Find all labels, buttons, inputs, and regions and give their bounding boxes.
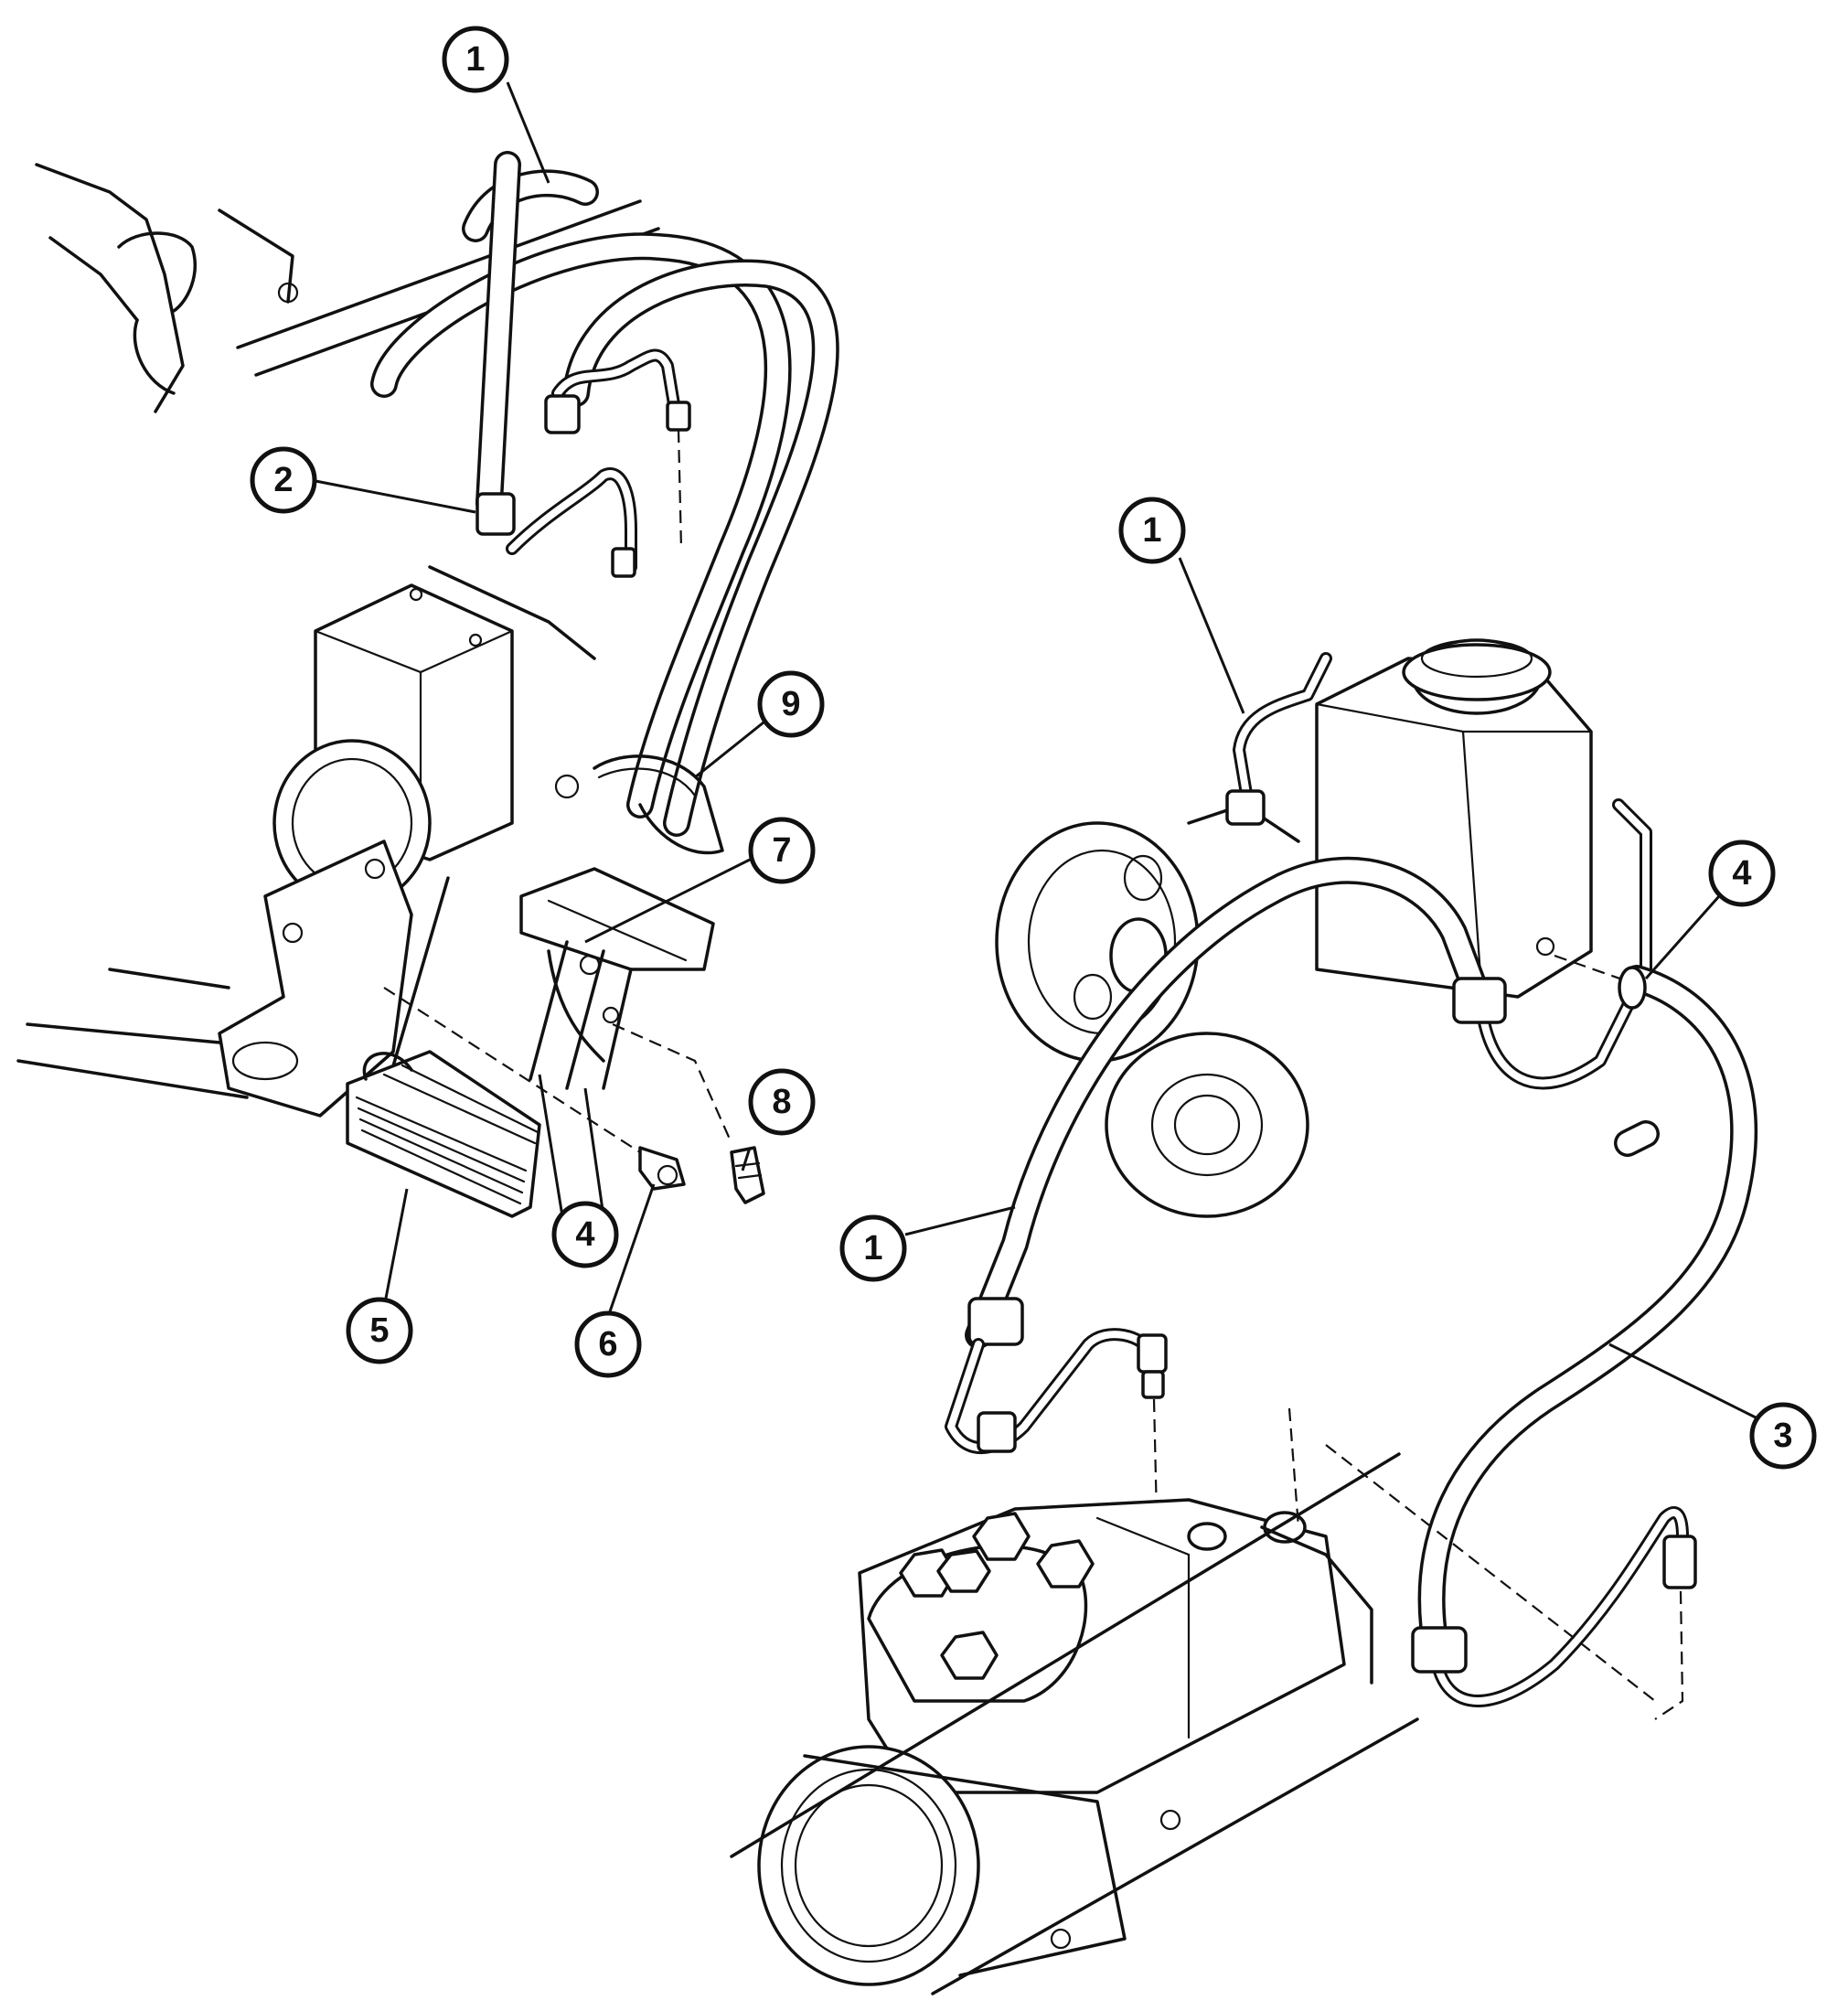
power-steering-pump-reservoir xyxy=(1315,638,1593,999)
callout-left-5: 5 xyxy=(346,1297,413,1364)
callout-right-1a-label: 1 xyxy=(1142,511,1161,550)
callout-left-7: 7 xyxy=(748,817,816,884)
callout-right-1b: 1 xyxy=(839,1214,907,1282)
callout-left-8-label: 8 xyxy=(772,1083,791,1121)
callout-left-4-label: 4 xyxy=(575,1215,594,1254)
callout-left-9: 9 xyxy=(757,670,825,738)
right-tubes xyxy=(1225,652,1652,1090)
left-assembly xyxy=(16,151,839,1218)
callout-right-3-label: 3 xyxy=(1773,1417,1792,1455)
power-steering-cooler xyxy=(346,1050,541,1218)
callout-left-6-label: 6 xyxy=(598,1325,617,1364)
callout-left-1-label: 1 xyxy=(465,40,485,79)
callout-left-7-label: 7 xyxy=(772,831,791,870)
callout-right-4: 4 xyxy=(1708,840,1776,907)
left-mounting-bracket xyxy=(16,840,413,1118)
right-assembly xyxy=(730,638,1758,1995)
callout-left-6: 6 xyxy=(574,1310,642,1378)
callout-left-4: 4 xyxy=(551,1201,619,1268)
callout-right-3: 3 xyxy=(1749,1402,1817,1470)
callouts: 1 2 9 7 8 4 5 6 xyxy=(250,26,1817,1470)
callout-leaders xyxy=(310,81,1757,1419)
callout-left-8: 8 xyxy=(748,1068,816,1136)
pressure-hose xyxy=(945,856,1507,1556)
callout-left-5-label: 5 xyxy=(369,1311,389,1350)
left-fasteners xyxy=(638,1146,765,1204)
callout-left-1: 1 xyxy=(442,26,509,93)
callout-left-2: 2 xyxy=(250,446,317,514)
right-steering-gear xyxy=(730,1407,1656,1995)
hose-clamp-and-bracket xyxy=(383,754,733,1153)
engine-frame-top-left xyxy=(35,163,660,413)
left-hose-bundle xyxy=(370,151,839,837)
callout-right-4-label: 4 xyxy=(1732,854,1751,893)
callout-right-1b-label: 1 xyxy=(863,1229,882,1268)
callout-left-9-label: 9 xyxy=(781,685,800,723)
callout-left-2-label: 2 xyxy=(273,461,293,499)
callout-right-1a: 1 xyxy=(1118,497,1186,564)
left-steering-gear-housing xyxy=(272,565,596,1099)
return-hose xyxy=(1411,965,1758,1720)
